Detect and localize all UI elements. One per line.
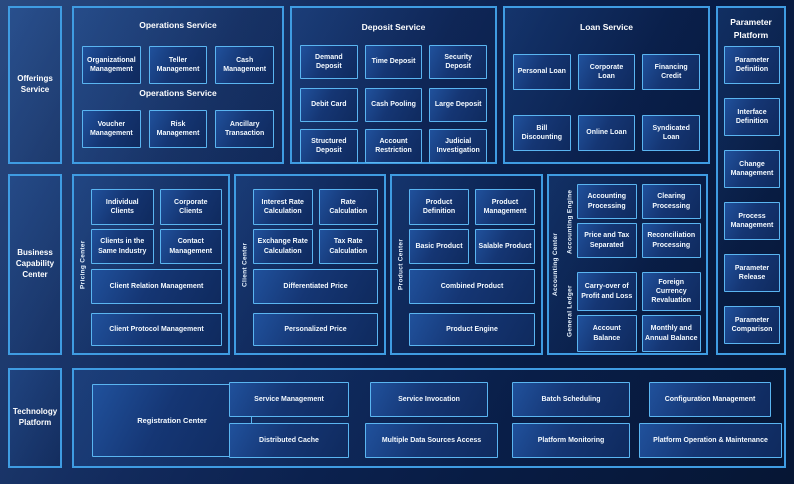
loan-box: Financing Credit xyxy=(642,54,701,90)
product-center-box: Salable Product xyxy=(475,229,535,264)
accounting-engine-vertical-label: Accounting Engine xyxy=(566,189,574,255)
accounting-engine-box: Reconciliation Processing xyxy=(641,223,701,258)
technology-platform-panel: Registration Center Service Management S… xyxy=(72,368,786,468)
product-center-panel: Product Center Product Definition Produc… xyxy=(390,174,543,355)
deposit-box: Structured Deposit xyxy=(300,129,358,163)
deposit-box: Time Deposit xyxy=(364,45,423,79)
parameter-box: Parameter Definition xyxy=(724,46,780,84)
accounting-engine-box: Price and Tax Separated xyxy=(577,223,637,258)
pricing-center-box: Clients in the Same Industry xyxy=(91,229,154,264)
business-capability-center-label: Business Capability Center xyxy=(8,174,62,355)
parameter-box: Interface Definition xyxy=(724,98,780,136)
accounting-engine-box: Accounting Processing xyxy=(577,184,637,219)
deposit-box: Debit Card xyxy=(300,88,358,122)
operations-box: Risk Management xyxy=(148,110,208,148)
loan-box: Syndicated Loan xyxy=(642,115,701,151)
pricing-center-box: Client Protocol Management xyxy=(91,313,222,346)
product-center-vertical-label: Product Center xyxy=(397,238,405,291)
technology-platform-label: Technology Platform xyxy=(8,368,62,468)
parameter-platform-title: Parameter Platform xyxy=(730,17,772,40)
general-ledger-vertical-label: General Ledger xyxy=(566,285,574,338)
client-center-vertical-label: Client Center xyxy=(241,242,249,287)
deposit-box: Security Deposit xyxy=(429,45,488,79)
accounting-center-vertical-label: Accounting Center xyxy=(552,232,559,297)
technology-box: Service Invocation xyxy=(370,382,488,417)
technology-box: Distributed Cache xyxy=(229,423,349,458)
technology-box: Platform Operation & Maintenance xyxy=(639,423,782,458)
operations-box: Cash Management xyxy=(215,46,275,84)
loan-box: Bill Discounting xyxy=(513,115,571,151)
technology-box: Platform Monitoring xyxy=(512,423,630,458)
deposit-box: Judicial Investigation xyxy=(429,129,488,163)
general-ledger-box: Monthly and Annual Balance xyxy=(641,315,701,352)
deposit-box: Account Restriction xyxy=(364,129,423,163)
technology-box: Batch Scheduling xyxy=(512,382,630,417)
client-center-box: Rate Calculation xyxy=(318,189,378,225)
pricing-center-panel: Pricing Center Individual Clients Corpor… xyxy=(72,174,230,355)
operations-box: Ancillary Transaction xyxy=(215,110,275,148)
client-center-box: Personalized Price xyxy=(253,313,378,346)
client-center-box: Differentiated Price xyxy=(253,269,378,304)
product-center-box: Basic Product xyxy=(409,229,469,264)
loan-box: Online Loan xyxy=(577,115,636,151)
general-ledger-box: Account Balance xyxy=(577,315,637,352)
deposit-box: Cash Pooling xyxy=(364,88,423,122)
product-center-box: Combined Product xyxy=(409,269,535,304)
client-center-box: Exchange Rate Calculation xyxy=(253,229,313,264)
pricing-center-box: Individual Clients xyxy=(91,189,154,225)
loan-box: Personal Loan xyxy=(513,54,571,90)
operations-box: Teller Management xyxy=(148,46,208,84)
parameter-box: Parameter Release xyxy=(724,254,780,292)
product-center-box: Product Definition xyxy=(409,189,469,225)
operations-service-panel: Operations Service Organizational Manage… xyxy=(72,6,284,164)
parameter-box: Parameter Comparison xyxy=(724,306,780,344)
pricing-center-box: Client Relation Management xyxy=(91,269,222,304)
client-center-box: Tax Rate Calculation xyxy=(318,229,378,264)
parameter-platform-panel: Parameter Platform Parameter Definition … xyxy=(716,6,786,355)
general-ledger-box: Carry-over of Profit and Loss xyxy=(577,272,637,311)
pricing-center-vertical-label: Pricing Center xyxy=(79,240,87,289)
loan-service-title: Loan Service xyxy=(580,22,633,32)
accounting-center-panel: Accounting Center Accounting Engine Acco… xyxy=(547,174,708,355)
deposit-service-panel: Deposit Service Demand Deposit Time Depo… xyxy=(290,6,497,164)
deposit-box: Demand Deposit xyxy=(300,45,358,79)
general-ledger-box: Foreign Currency Revaluation xyxy=(641,272,701,311)
pricing-center-box: Corporate Clients xyxy=(159,189,222,225)
registration-center-box: Registration Center xyxy=(92,384,252,457)
offerings-service-label: Offerings Service xyxy=(8,6,62,164)
loan-service-panel: Loan Service Personal Loan Corporate Loa… xyxy=(503,6,710,164)
operations-service-title: Operations Service xyxy=(139,20,217,30)
operations-service-mid-label: Operations Service xyxy=(139,88,217,98)
client-center-box: Interest Rate Calculation xyxy=(253,189,313,225)
deposit-box: Large Deposit xyxy=(429,88,488,122)
technology-box: Service Management xyxy=(229,382,349,417)
parameter-box: Process Management xyxy=(724,202,780,240)
pricing-center-box: Contact Management xyxy=(159,229,222,264)
product-center-box: Product Management xyxy=(475,189,535,225)
operations-box: Organizational Management xyxy=(82,46,141,84)
deposit-service-title: Deposit Service xyxy=(361,22,426,32)
technology-box: Multiple Data Sources Access xyxy=(365,423,498,458)
operations-box: Voucher Management xyxy=(82,110,141,148)
client-center-panel: Client Center Interest Rate Calculation … xyxy=(234,174,386,355)
parameter-box: Change Management xyxy=(724,150,780,188)
loan-box: Corporate Loan xyxy=(577,54,636,90)
product-center-box: Product Engine xyxy=(409,313,535,346)
technology-box: Configuration Management xyxy=(649,382,771,417)
accounting-engine-box: Clearing Processing xyxy=(641,184,701,219)
